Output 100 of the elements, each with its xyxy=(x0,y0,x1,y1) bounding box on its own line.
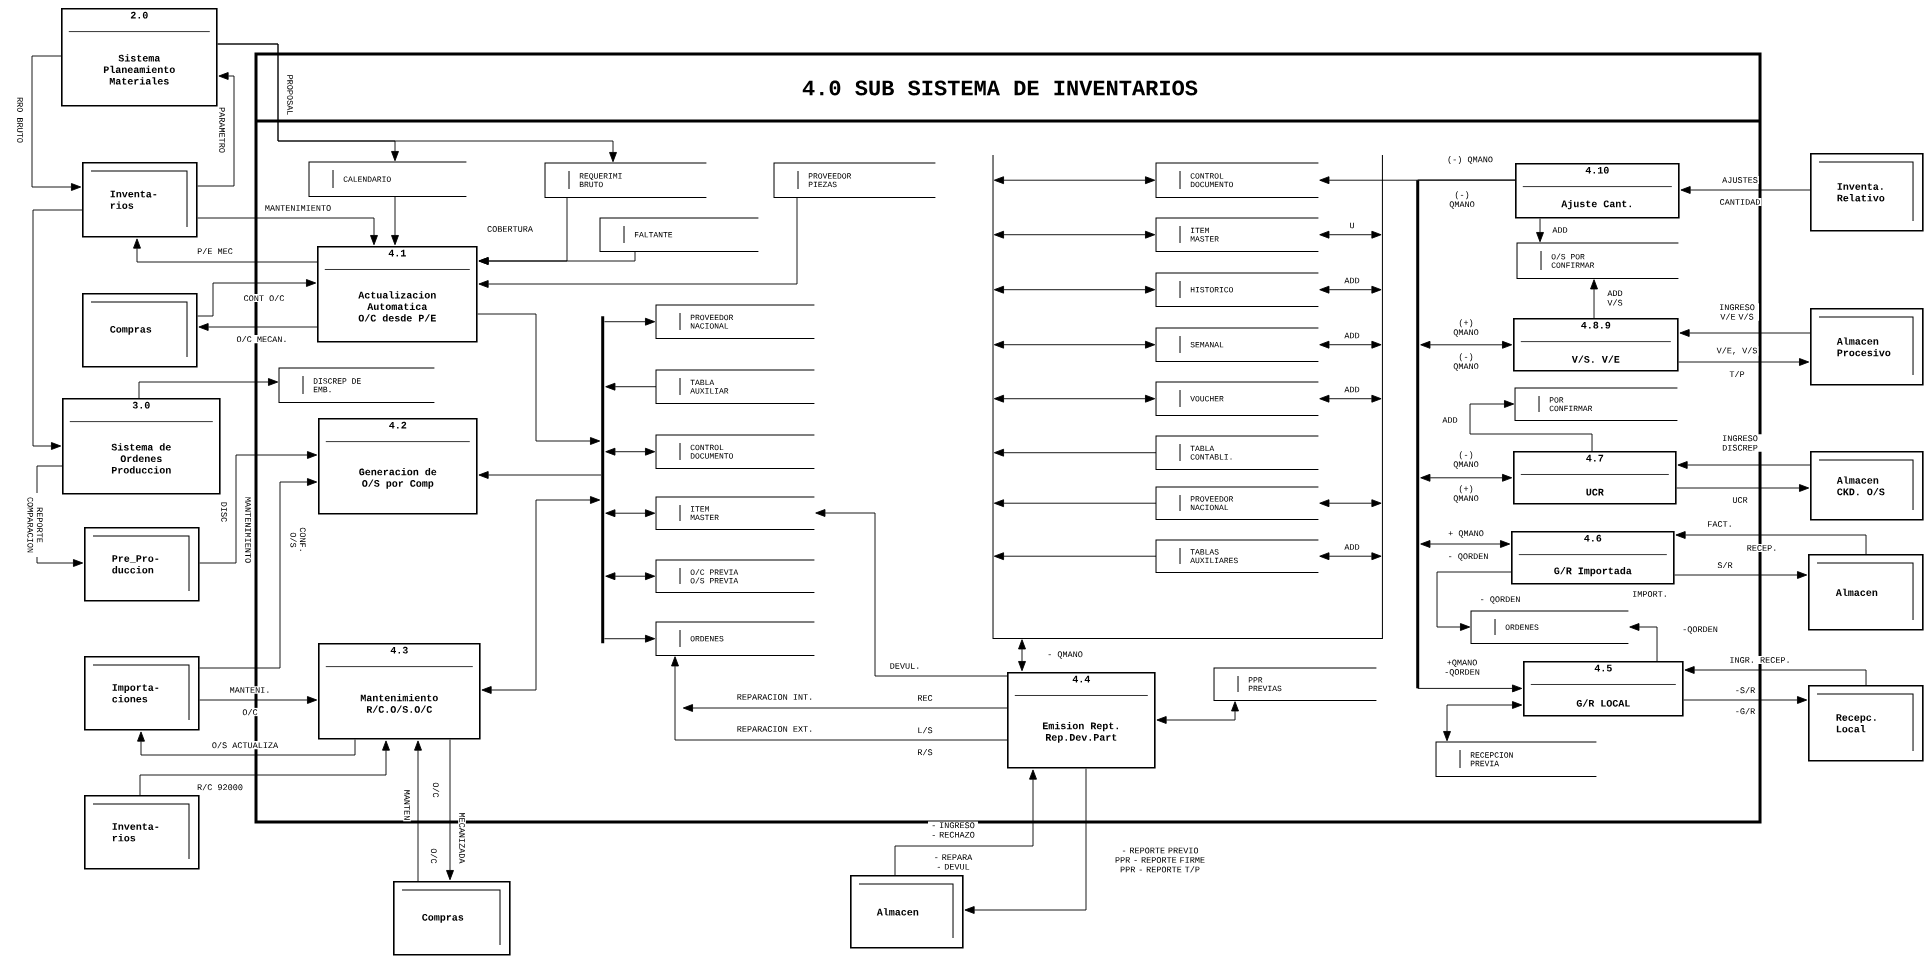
arrow xyxy=(1536,218,1544,243)
arrow xyxy=(199,451,318,564)
flow-label: (-) QMANO xyxy=(1450,352,1482,372)
arrow xyxy=(446,739,454,881)
flow-label: O/C xyxy=(429,847,439,865)
arrow xyxy=(199,478,318,669)
flow-label: DISC xyxy=(220,500,228,524)
process-box: 4.2 Generacion de O/S por Comp xyxy=(318,418,478,515)
edge-label: O/C MECAN. xyxy=(235,334,289,344)
arrow xyxy=(197,72,235,187)
arrow xyxy=(217,43,617,163)
process-box: 4.3 Mantenimiento R/C.O/S.O/C xyxy=(318,643,481,740)
flow-label: RECEP. xyxy=(1745,544,1779,552)
data-store: TABLA AUXILIAR xyxy=(655,369,815,404)
edge-label: - QORDEN xyxy=(1478,595,1522,605)
flow-label: -G/R xyxy=(1733,706,1757,716)
arrow xyxy=(993,340,1156,349)
arrow xyxy=(605,572,656,581)
flow-label: L/S xyxy=(916,725,934,735)
edge-label: U xyxy=(1348,221,1356,230)
process-box: 4.6 G/R Importada xyxy=(1511,531,1675,585)
arrow xyxy=(682,704,1008,712)
edge-label: AJUSTES xyxy=(1721,176,1759,184)
data-store: DISCREP DE EMB. xyxy=(278,367,435,403)
entity-box: Recepc. Local xyxy=(1808,685,1924,762)
arrow xyxy=(197,279,317,317)
edge-label: R/C 92000 xyxy=(196,782,244,792)
arrow xyxy=(138,378,279,399)
entity-box: Pre_Pro- duccion xyxy=(84,527,200,602)
edge-label: V/E, V/S xyxy=(1715,346,1759,356)
edge-label: - REPORTE PREVIO PPR - REPORTE FIRME PPR - REPORTE T/P xyxy=(1106,846,1214,874)
arrow xyxy=(1590,279,1598,319)
arrow xyxy=(478,471,602,479)
edge-label: O/S ACTUALIZA xyxy=(210,740,280,750)
arrow xyxy=(993,230,1156,239)
edge-label: INGRESO DISCREP xyxy=(1718,434,1762,452)
flow-label: (+) QMANO xyxy=(1450,484,1482,504)
arrow xyxy=(1684,666,1867,686)
edge-label: (-) QMANO xyxy=(1446,155,1494,165)
arrow xyxy=(605,447,656,456)
edge-label: MANTENIMIENTO xyxy=(263,204,333,212)
arrow xyxy=(993,552,1157,561)
data-store: CONTROL DOCUMENTO xyxy=(1155,162,1319,198)
edge-label: -S/R xyxy=(1733,685,1757,695)
data-store: PPR PREVIAS xyxy=(1213,667,1377,701)
arrow xyxy=(478,196,798,288)
entity-box: Almacen Procesivo xyxy=(1810,308,1924,386)
title: 4.0 SUB SISTEMA DE INVENTARIOS xyxy=(802,80,1198,96)
data-store: VOUCHER xyxy=(1155,381,1319,416)
flow-label: IMPORT. xyxy=(1631,590,1669,598)
arrow xyxy=(1319,394,1382,403)
process-box: 4.7 UCR xyxy=(1513,451,1677,505)
arrow xyxy=(1156,701,1239,724)
data-store: TABLAS AUXILIARES xyxy=(1155,539,1319,573)
data-store: ORDENES xyxy=(1470,610,1629,644)
edge-label: ADD xyxy=(1343,276,1361,285)
edge-label: REPORTE COMPARACION xyxy=(26,493,44,557)
edge-label: CONT O/C xyxy=(242,293,286,303)
arrow xyxy=(1319,552,1382,561)
edge-label: MANTEN xyxy=(403,788,411,822)
arrow xyxy=(133,238,318,263)
flow-label: - QORDEN xyxy=(1446,552,1490,562)
edge-label: RRO BRUTO xyxy=(16,96,24,144)
edge-label: DEVUL. xyxy=(888,662,922,670)
data-store: O/C PREVIA O/S PREVIA xyxy=(655,559,815,593)
process-box: 4.8.9 V/S. V/E xyxy=(1513,318,1679,372)
edge-label: INGR. RECEP. xyxy=(1728,656,1792,664)
arrow xyxy=(993,499,1157,508)
edge-label: REPARACION EXT. xyxy=(735,725,815,733)
edge-label: ADD xyxy=(1551,226,1569,234)
edge-label: COBERTURA xyxy=(486,225,534,233)
arrow xyxy=(815,509,1008,677)
arrow xyxy=(894,769,1037,876)
edge-label: MECANIZADA xyxy=(458,811,466,865)
data-store: RECEPCION PREVIA xyxy=(1435,741,1597,777)
arrow xyxy=(1018,639,1026,672)
arrow xyxy=(1443,701,1523,742)
edge-label: - INGRESO - RECHAZO xyxy=(928,821,978,839)
data-store: O/S POR CONFIRMAR xyxy=(1516,242,1679,279)
edge-label: -QORDEN xyxy=(1681,625,1719,635)
arrow xyxy=(1674,571,1808,579)
entity-box: Inventa- rios xyxy=(84,795,200,870)
edge-label: (-) QMANO xyxy=(1450,450,1482,470)
edge-label: P/E MEC xyxy=(196,246,234,256)
process-box: 4.1 Actualizacion Automatica O/C desde P/E xyxy=(317,246,478,343)
process-box: 4.10 Ajuste Cant. xyxy=(1515,163,1680,219)
entity-box: Almacen xyxy=(850,875,964,949)
flow-label: O/C xyxy=(241,707,259,717)
arrow xyxy=(137,731,356,756)
arrow xyxy=(1680,186,1811,194)
entity-box: Inventa. Relativo xyxy=(1810,153,1924,232)
arrow xyxy=(198,323,318,331)
bracket-frame xyxy=(992,154,1383,639)
arrow xyxy=(478,250,636,265)
edge-label: (+) QMANO xyxy=(1450,318,1482,338)
arrow xyxy=(605,509,656,518)
data-store: CONTROL DOCUMENTO xyxy=(655,434,815,469)
arrow xyxy=(603,317,656,326)
process-box: 2.0 Sistema Planeamiento Materiales xyxy=(61,8,218,107)
arrow xyxy=(1629,623,1658,662)
